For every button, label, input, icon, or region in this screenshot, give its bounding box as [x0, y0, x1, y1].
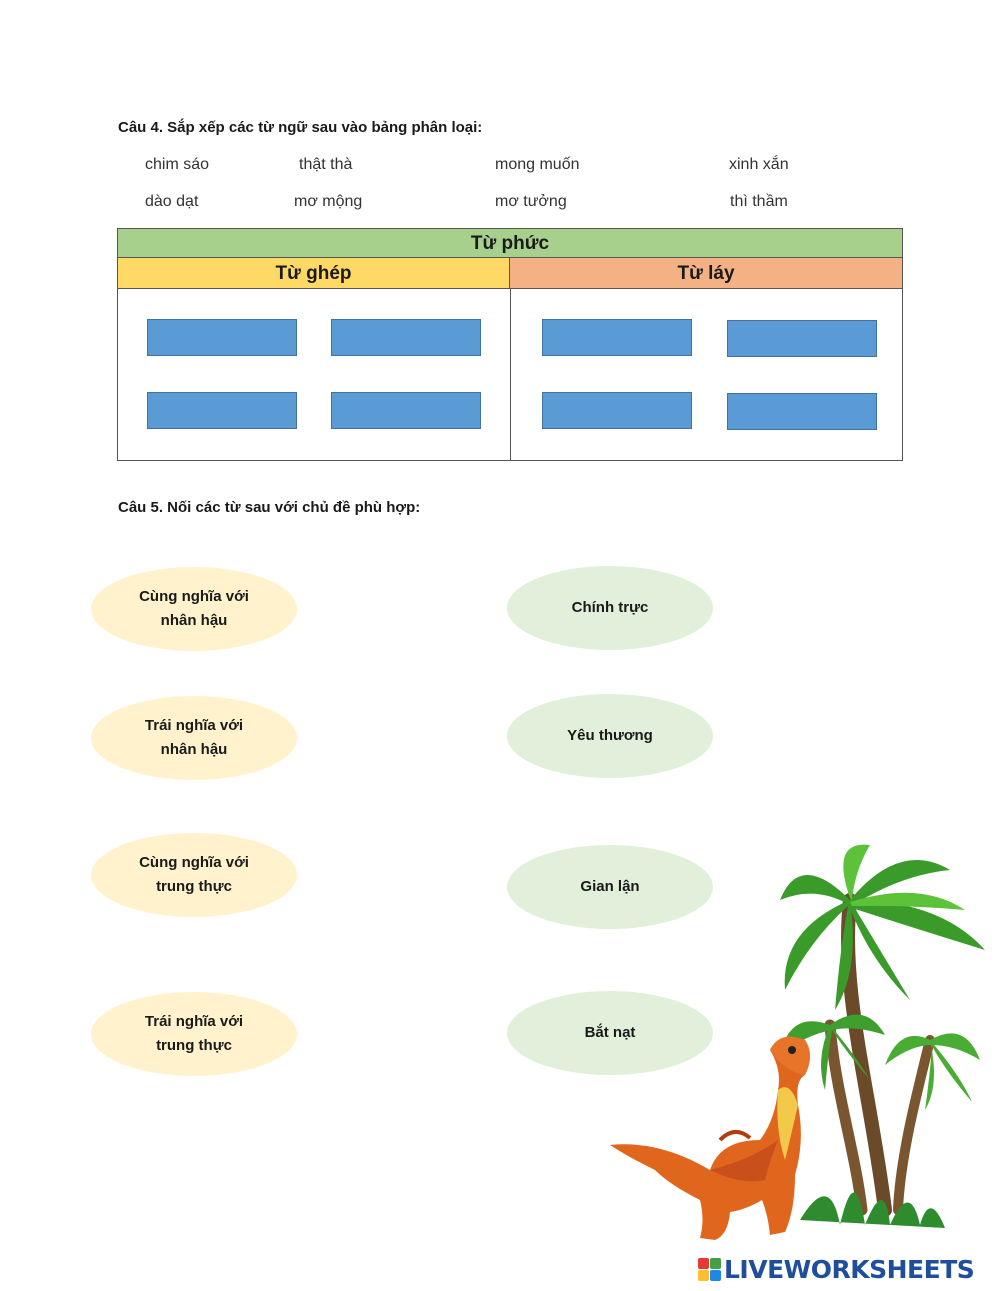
oval-line: Cùng nghĩa với: [139, 854, 249, 871]
drop-zone-tu-lay-3[interactable]: [542, 392, 692, 429]
dinosaur-palm-tree-illustration: [610, 844, 985, 1240]
match-word-right[interactable]: Gian lận: [507, 845, 713, 929]
match-topic-left[interactable]: Trái nghĩa với nhân hậu: [91, 696, 297, 780]
match-topic-left[interactable]: Cùng nghĩa với nhân hậu: [91, 567, 297, 651]
liveworksheets-logo: LIVEWORKSHEETS: [698, 1254, 975, 1284]
oval-label: Bắt nạt: [584, 1024, 636, 1041]
word-chip[interactable]: dào dạt: [145, 193, 199, 210]
classification-table: Từ phức Từ ghép Từ láy: [117, 228, 903, 461]
column-divider: [510, 289, 511, 461]
oval-line: Cùng nghĩa với: [139, 588, 249, 605]
oval-line: Trái nghĩa với: [144, 1013, 244, 1030]
oval-line: trung thực: [156, 1037, 232, 1054]
drop-zone-tu-ghep-4[interactable]: [331, 392, 481, 429]
word-chip[interactable]: thì thầm: [730, 193, 788, 210]
word-chip[interactable]: mơ tưởng: [495, 193, 567, 210]
column-header-tu-lay: Từ láy: [510, 258, 902, 289]
oval-line: nhân hậu: [160, 612, 228, 629]
match-word-right[interactable]: Bắt nạt: [507, 991, 713, 1075]
question-5-title: Câu 5. Nối các từ sau với chủ đề phù hợp…: [118, 499, 421, 516]
drop-zone-tu-ghep-2[interactable]: [331, 319, 481, 356]
oval-label: Chính trực: [571, 599, 649, 616]
liveworksheets-logo-icon: [698, 1257, 721, 1281]
table-header-tu-phuc: Từ phức: [118, 229, 902, 258]
oval-line: nhân hậu: [160, 741, 228, 758]
column-header-tu-ghep: Từ ghép: [118, 258, 510, 289]
drop-zone-tu-lay-2[interactable]: [727, 320, 877, 357]
drop-zone-tu-ghep-1[interactable]: [147, 319, 297, 356]
oval-line: trung thực: [156, 878, 232, 895]
oval-line: Trái nghĩa với: [144, 717, 244, 734]
drop-zone-tu-lay-1[interactable]: [542, 319, 692, 356]
oval-label: Yêu thương: [567, 727, 653, 744]
match-topic-left[interactable]: Cùng nghĩa với trung thực: [91, 833, 297, 917]
logo-text: LIVEWORKSHEETS: [724, 1254, 975, 1284]
match-word-right[interactable]: Chính trực: [507, 566, 713, 650]
drop-zone-tu-ghep-3[interactable]: [147, 392, 297, 429]
word-chip[interactable]: xinh xắn: [729, 156, 789, 173]
word-chip[interactable]: chim sáo: [145, 156, 210, 173]
word-chip[interactable]: mơ mộng: [294, 193, 363, 210]
match-topic-left[interactable]: Trái nghĩa với trung thực: [91, 992, 297, 1076]
drop-zone-tu-lay-4[interactable]: [727, 393, 877, 430]
question-4-title: Câu 4. Sắp xếp các từ ngữ sau vào bảng p…: [118, 119, 483, 136]
oval-label: Gian lận: [580, 878, 640, 895]
match-word-right[interactable]: Yêu thương: [507, 694, 713, 778]
word-chip[interactable]: mong muốn: [495, 156, 580, 173]
word-chip[interactable]: thật thà: [299, 156, 353, 173]
